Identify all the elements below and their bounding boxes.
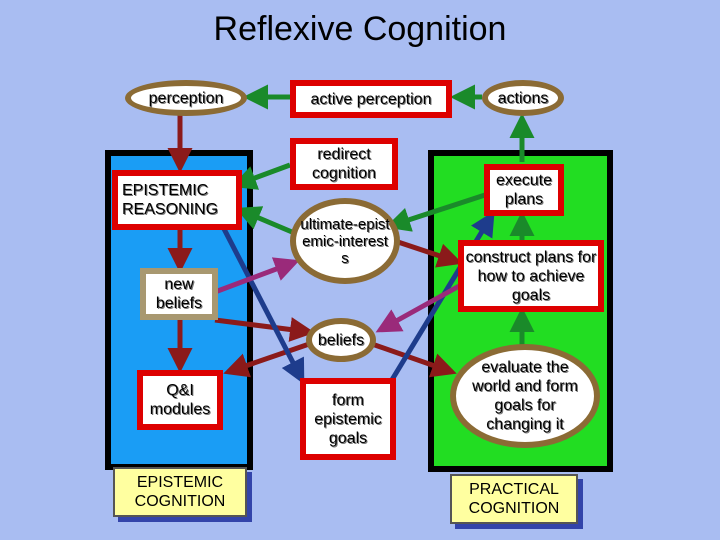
arrow-execute-to-ultimate: [385, 192, 486, 232]
epistemic-reasoning-label: EPISTEMIC REASONING: [122, 182, 219, 218]
actions-label: actions: [497, 89, 549, 107]
execute-plans-node: execute plans: [484, 164, 564, 216]
redirect-cognition-node: redirect cognition: [290, 138, 398, 190]
form-epistemic-goals-label: form epistemic goals: [314, 391, 382, 447]
new-beliefs-label: new beliefs: [155, 276, 203, 312]
evaluate-world-node: evaluate the world and form goals for ch…: [450, 344, 600, 448]
ultimate-epistemic-interests-node: ultimate-epistemic-interests: [290, 198, 400, 284]
new-beliefs-node: new beliefs: [140, 268, 218, 320]
form-epistemic-goals-node: form epistemic goals: [300, 378, 396, 460]
qi-modules-node: Q&I modules: [137, 370, 223, 430]
arrow-redirect-to-reasoning: [231, 162, 291, 190]
arrow-reasoning-to-form: [219, 223, 305, 385]
perception-label: perception: [148, 89, 224, 107]
arrow-beliefs-to-qi: [223, 339, 316, 378]
redirect-cognition-label: redirect cognition: [311, 146, 377, 182]
construct-plans-node: construct plans for how to achieve goals: [458, 240, 604, 312]
arrow-newbeliefs-to-beliefs: [214, 317, 315, 342]
ultimate-epistemic-interests-label: ultimate-epistemic-interests: [300, 215, 390, 267]
active-perception-label: active perception: [310, 90, 432, 108]
page-title: Reflexive Cognition: [213, 10, 507, 48]
epistemic-reasoning-node: EPISTEMIC REASONING: [112, 170, 242, 230]
active-perception-node: active perception: [290, 80, 452, 118]
epistemic-cognition-caption: EPISTEMIC COGNITION: [113, 467, 247, 517]
evaluate-world-label: evaluate the world and form goals for ch…: [472, 359, 578, 433]
construct-plans-label: construct plans for how to achieve goals: [465, 248, 597, 304]
perception-node: perception: [125, 80, 247, 116]
practical-cognition-caption: PRACTICAL COGNITION: [450, 474, 578, 524]
practical-cognition-label: PRACTICAL COGNITION: [468, 481, 560, 517]
beliefs-node: beliefs: [306, 318, 376, 362]
arrow-newbeliefs-to-ultimate: [214, 257, 300, 295]
arrow-construct-to-beliefs: [375, 277, 472, 333]
beliefs-label: beliefs: [317, 331, 365, 349]
arrow-ultimate-to-construct: [391, 237, 463, 268]
arrow-ultimate-to-reasoning: [235, 206, 293, 235]
actions-node: actions: [482, 80, 564, 116]
execute-plans-label: execute plans: [495, 172, 553, 208]
arrow-beliefs-to-evaluate: [371, 341, 457, 378]
qi-modules-label: Q&I modules: [149, 382, 211, 418]
epistemic-cognition-label: EPISTEMIC COGNITION: [134, 474, 226, 510]
